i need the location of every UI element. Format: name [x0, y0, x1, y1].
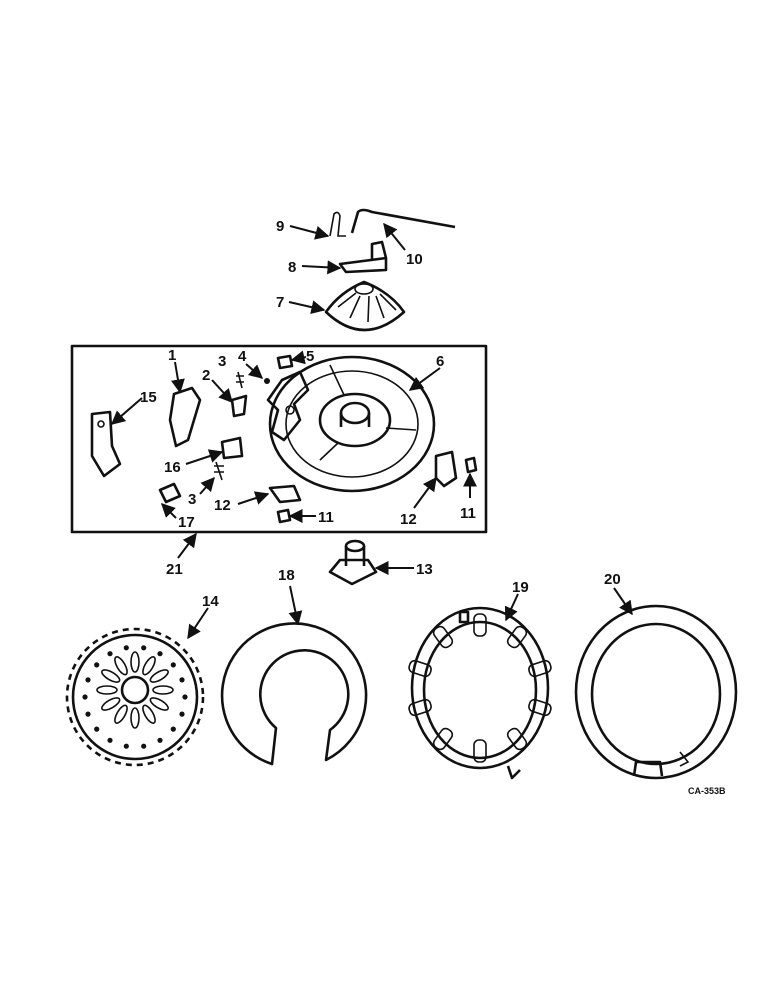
callout-12-right: 12 — [400, 511, 417, 528]
callout-15: 15 — [140, 389, 157, 406]
ring-slot — [506, 727, 528, 751]
part-11-left — [276, 508, 292, 524]
plate-hole — [182, 694, 188, 700]
callout-8: 8 — [288, 259, 296, 276]
plate-hole — [94, 662, 100, 668]
plate-hole — [123, 743, 129, 749]
callout-16: 16 — [164, 459, 181, 476]
part-19-slotted-ring — [408, 606, 552, 780]
callout-11-right: 11 — [460, 505, 476, 522]
leader-lines — [110, 222, 633, 640]
callout-21: 21 — [166, 561, 183, 578]
part-8-bracket — [338, 240, 388, 274]
callout-5: 5 — [306, 348, 314, 365]
drawing-code: CA-353B — [688, 786, 726, 796]
part-17 — [158, 482, 182, 504]
callout-14: 14 — [202, 593, 219, 610]
part-3-lower — [214, 461, 224, 481]
part-7-cone — [324, 280, 406, 332]
callout-10: 10 — [406, 251, 423, 268]
part-12-right — [434, 450, 458, 488]
ring-slot — [473, 613, 487, 637]
seed-slot — [101, 669, 121, 683]
ring-slot — [432, 727, 454, 751]
plate-hole — [179, 677, 185, 683]
plate-hole — [82, 694, 88, 700]
ring-slot — [528, 698, 552, 717]
plate-hole — [85, 711, 91, 717]
callout-20: 20 — [604, 571, 621, 588]
callout-18: 18 — [278, 567, 295, 584]
seed-slot — [130, 651, 140, 673]
part-14-seed-plate — [65, 627, 205, 767]
callout-6: 6 — [436, 353, 444, 370]
plate-hole — [179, 711, 185, 717]
plate-hole — [157, 737, 163, 743]
part-13-hub — [328, 539, 378, 586]
plate-hole — [141, 743, 147, 749]
seed-slot — [142, 704, 156, 724]
plate-hole — [157, 651, 163, 657]
part-16 — [220, 436, 244, 460]
part-3-upper — [236, 371, 244, 389]
callout-17: 17 — [178, 514, 195, 531]
seed-slot — [130, 707, 140, 729]
part-10-rod — [350, 208, 456, 234]
seed-slot — [114, 704, 128, 724]
assembly-box — [70, 344, 488, 534]
ring-slot — [432, 625, 454, 649]
part-15 — [90, 410, 122, 478]
plate-hole — [170, 662, 176, 668]
plate-hole — [123, 645, 129, 651]
ring-slot — [408, 698, 432, 717]
callout-9: 9 — [276, 218, 284, 235]
seed-slot — [149, 697, 169, 711]
callout-4: 4 — [238, 348, 247, 365]
part-20-ring — [574, 604, 738, 780]
part-6-housing — [266, 355, 436, 493]
plate-hole — [170, 726, 176, 732]
callout-13: 13 — [416, 561, 433, 578]
plate-hole — [85, 677, 91, 683]
callout-3-lower: 3 — [188, 491, 196, 508]
ring-slot — [528, 659, 552, 678]
callout-1: 1 — [168, 347, 176, 364]
callout-3-upper: 3 — [218, 353, 226, 370]
ring-slot — [473, 739, 487, 763]
part-18-ring — [220, 622, 368, 766]
part-1 — [168, 386, 202, 448]
callout-11-left: 11 — [318, 509, 334, 526]
plate-hole — [94, 726, 100, 732]
seed-slot — [152, 685, 174, 695]
plate-hole — [107, 651, 113, 657]
seed-slot — [114, 656, 128, 676]
seed-slot — [142, 656, 156, 676]
ring-slot — [408, 659, 432, 678]
callouts: 9 10 8 7 6 5 4 3 1 2 15 16 3 12 11 12 11… — [140, 218, 726, 796]
callout-12-left: 12 — [214, 497, 231, 514]
plate-hole — [141, 645, 147, 651]
callout-7: 7 — [276, 294, 284, 311]
seed-slot — [96, 685, 118, 695]
seed-slot — [149, 669, 169, 683]
plate-hole — [107, 737, 113, 743]
ring-slot — [506, 625, 528, 649]
part-9-clip — [329, 211, 346, 237]
part-4 — [264, 378, 270, 384]
callout-19: 19 — [512, 579, 529, 596]
seed-slot — [101, 697, 121, 711]
part-5 — [276, 354, 294, 370]
part-11-right — [464, 456, 478, 474]
callout-2: 2 — [202, 367, 210, 384]
part-2 — [230, 394, 248, 418]
part-12-left — [268, 484, 302, 504]
